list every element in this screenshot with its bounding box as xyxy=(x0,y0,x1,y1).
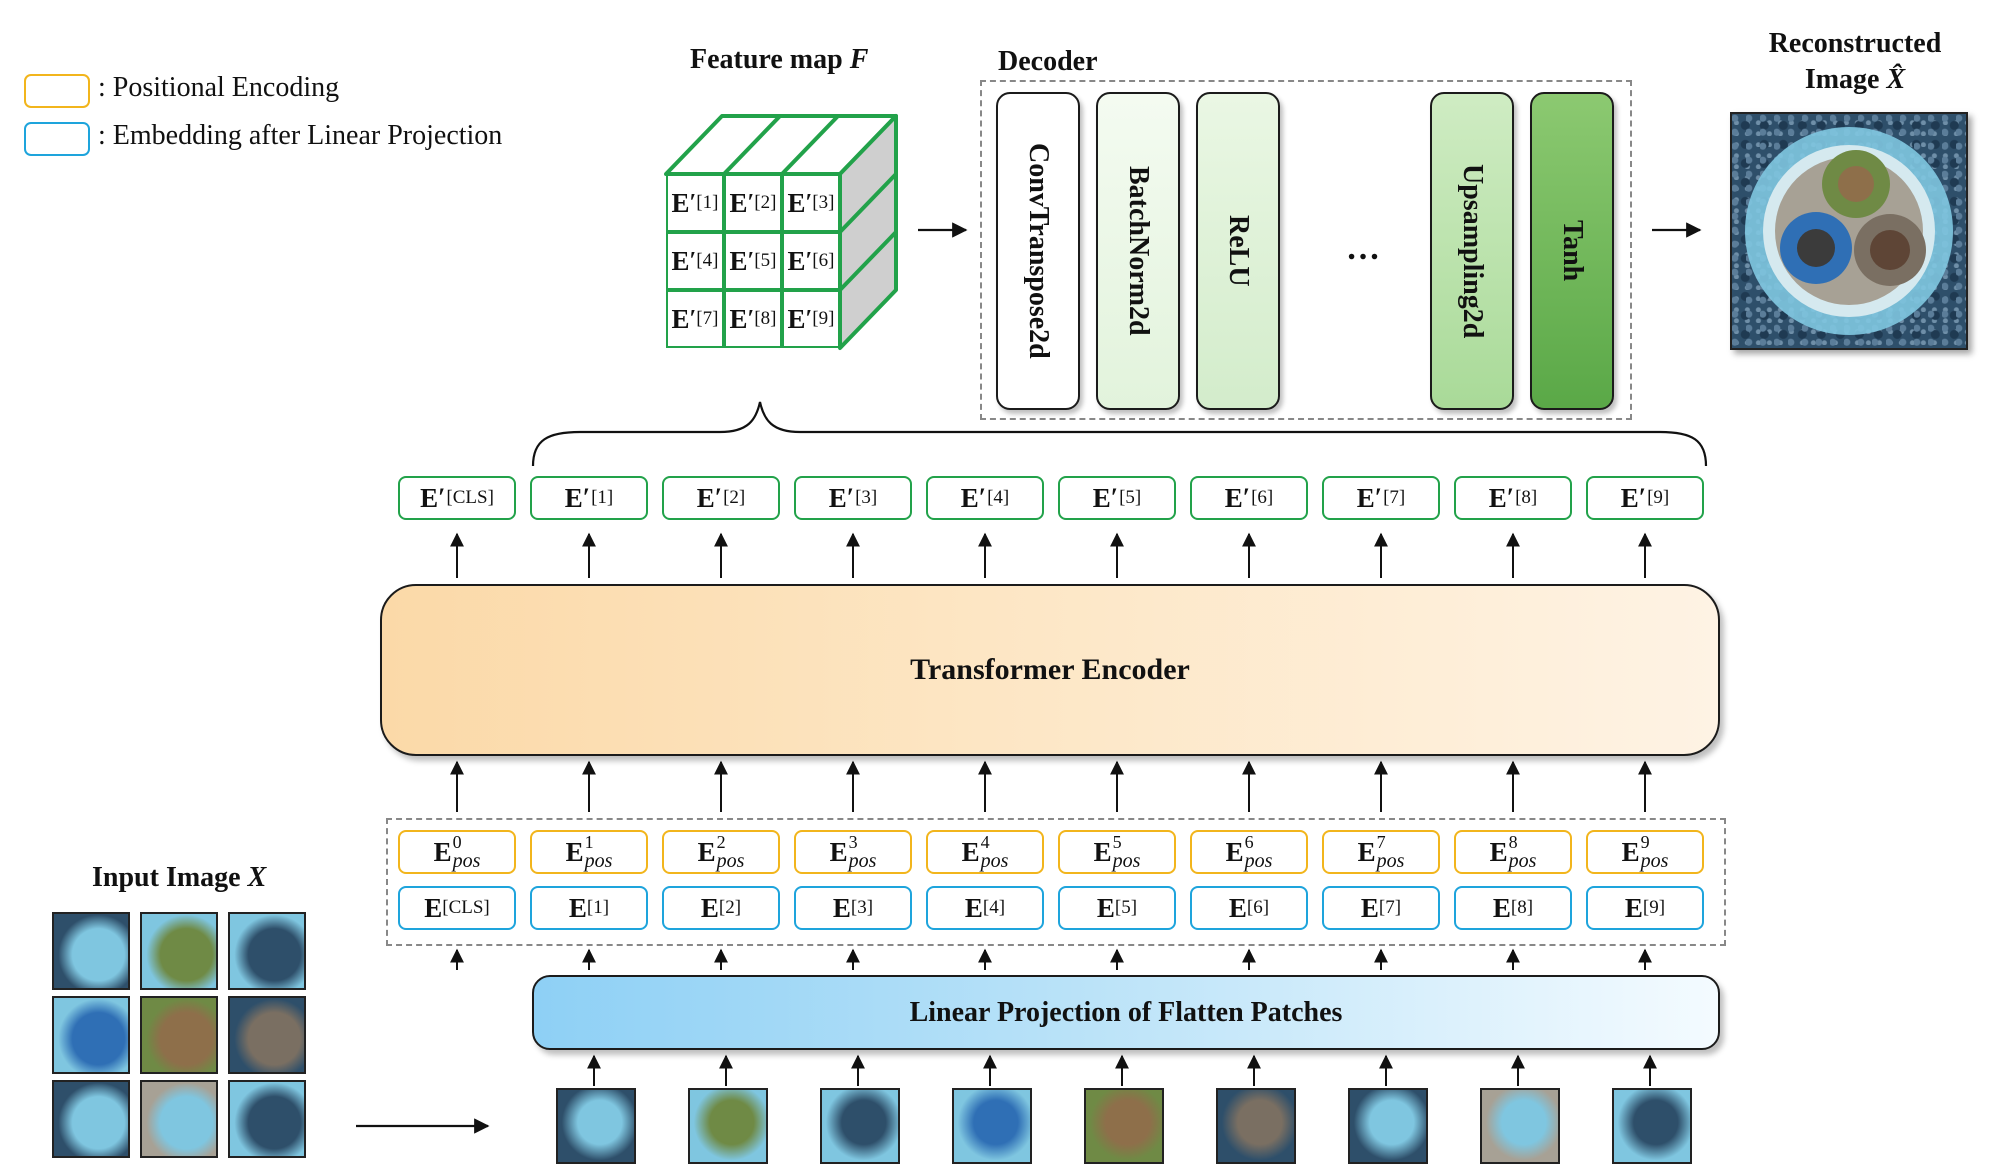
embedding-token: E[6] xyxy=(1190,886,1308,930)
output-token: E′[6] xyxy=(1190,476,1308,520)
feature-map-heading: Feature map F xyxy=(690,44,868,76)
flattened-patch xyxy=(556,1088,636,1164)
input-image-symbol: X xyxy=(247,862,267,893)
feature-map-cell: E′[3] xyxy=(782,174,840,232)
feature-map-cell: E′[4] xyxy=(666,232,724,290)
embedding-token: E[1] xyxy=(530,886,648,930)
embedding-token: E[4] xyxy=(926,886,1044,930)
embedding-token: E[2] xyxy=(662,886,780,930)
output-token: E′[4] xyxy=(926,476,1044,520)
input-patch-tile xyxy=(140,996,218,1074)
output-token: E′[2] xyxy=(662,476,780,520)
legend-embedding-label: : Embedding after Linear Projection xyxy=(98,120,503,151)
reconstructed-image xyxy=(1730,112,1968,350)
feature-map-cell: E′[2] xyxy=(724,174,782,232)
input-patch-tile xyxy=(228,1080,306,1158)
feature-map-cell: E′[6] xyxy=(782,232,840,290)
output-token: E′[5] xyxy=(1058,476,1176,520)
flattened-patch xyxy=(688,1088,768,1164)
input-image-title: Input Image xyxy=(92,862,241,893)
flattened-patch xyxy=(1612,1088,1692,1164)
reconstructed-title-line1: Reconstructed xyxy=(1768,28,1942,59)
reconstructed-symbol: X̂ xyxy=(1886,64,1906,95)
flattened-patch xyxy=(1480,1088,1560,1164)
output-token: E′[8] xyxy=(1454,476,1572,520)
input-patch-tile xyxy=(52,996,130,1074)
embedding-token: E[7] xyxy=(1322,886,1440,930)
flattened-patch xyxy=(1216,1088,1296,1164)
output-token: E′[CLS] xyxy=(398,476,516,520)
feature-map-title: Feature map xyxy=(690,44,843,75)
decoder-layer-batchnorm: BatchNorm2d xyxy=(1096,92,1180,410)
input-patch-tile xyxy=(228,912,306,990)
decoder-heading: Decoder xyxy=(998,46,1098,77)
feature-map-symbol: F xyxy=(849,44,869,75)
output-token: E′[3] xyxy=(794,476,912,520)
embedding-frame xyxy=(386,818,1726,946)
reconstructed-cable-graphic xyxy=(1745,127,1953,335)
feature-map-cell: E′[8] xyxy=(724,290,782,348)
embedding-token: E[9] xyxy=(1586,886,1704,930)
embedding-token: E[5] xyxy=(1058,886,1176,930)
decoder-layer-tanh: Tanh xyxy=(1530,92,1614,410)
input-patch-tile xyxy=(140,912,218,990)
decoder-layer-relu: ReLU xyxy=(1196,92,1280,410)
reconstructed-title-line2: Image X̂ xyxy=(1804,64,1906,95)
decoder-layer-convtranspose: ConvTranspose2d xyxy=(996,92,1080,410)
transformer-encoder-label: Transformer Encoder xyxy=(910,653,1190,686)
input-patch-tile xyxy=(52,1080,130,1158)
feature-map-cell: E′[9] xyxy=(782,290,840,348)
feature-map-cell: E′[1] xyxy=(666,174,724,232)
embedding-token: E[8] xyxy=(1454,886,1572,930)
transformer-encoder-block: Transformer Encoder xyxy=(380,584,1720,756)
flattened-patch xyxy=(1348,1088,1428,1164)
reconstructed-heading: Reconstructed Image X̂ xyxy=(1760,26,1950,98)
feature-map-front-grid: E′[1]E′[2]E′[3] E′[4]E′[5]E′[6] E′[7]E′[8]… xyxy=(666,174,840,348)
embedding-token: E[3] xyxy=(794,886,912,930)
feature-map-cell: E′[7] xyxy=(666,290,724,348)
decoder-layer-upsampling: Upsampling2d xyxy=(1430,92,1514,410)
embedding-token: E[CLS] xyxy=(398,886,516,930)
output-token: E′[7] xyxy=(1322,476,1440,520)
legend-positional-label: : Positional Encoding xyxy=(98,72,340,103)
input-patch-tile xyxy=(228,996,306,1074)
output-token: E′[1] xyxy=(530,476,648,520)
feature-map-cube xyxy=(664,114,898,350)
flattened-patch xyxy=(820,1088,900,1164)
feature-map-cell: E′[5] xyxy=(724,232,782,290)
linear-projection-block: Linear Projection of Flatten Patches xyxy=(532,975,1720,1050)
decoder-ellipsis: … xyxy=(1346,230,1380,267)
linear-projection-label: Linear Projection of Flatten Patches xyxy=(909,996,1343,1028)
decoder-frame xyxy=(980,80,1632,420)
flattened-patch xyxy=(952,1088,1032,1164)
output-token: E′[9] xyxy=(1586,476,1704,520)
input-patch-tile xyxy=(52,912,130,990)
input-patch-tile xyxy=(140,1080,218,1158)
legend-positional-swatch xyxy=(24,74,90,108)
input-image-heading: Input Image X xyxy=(92,862,266,894)
legend-embedding-swatch xyxy=(24,122,90,156)
flattened-patch xyxy=(1084,1088,1164,1164)
